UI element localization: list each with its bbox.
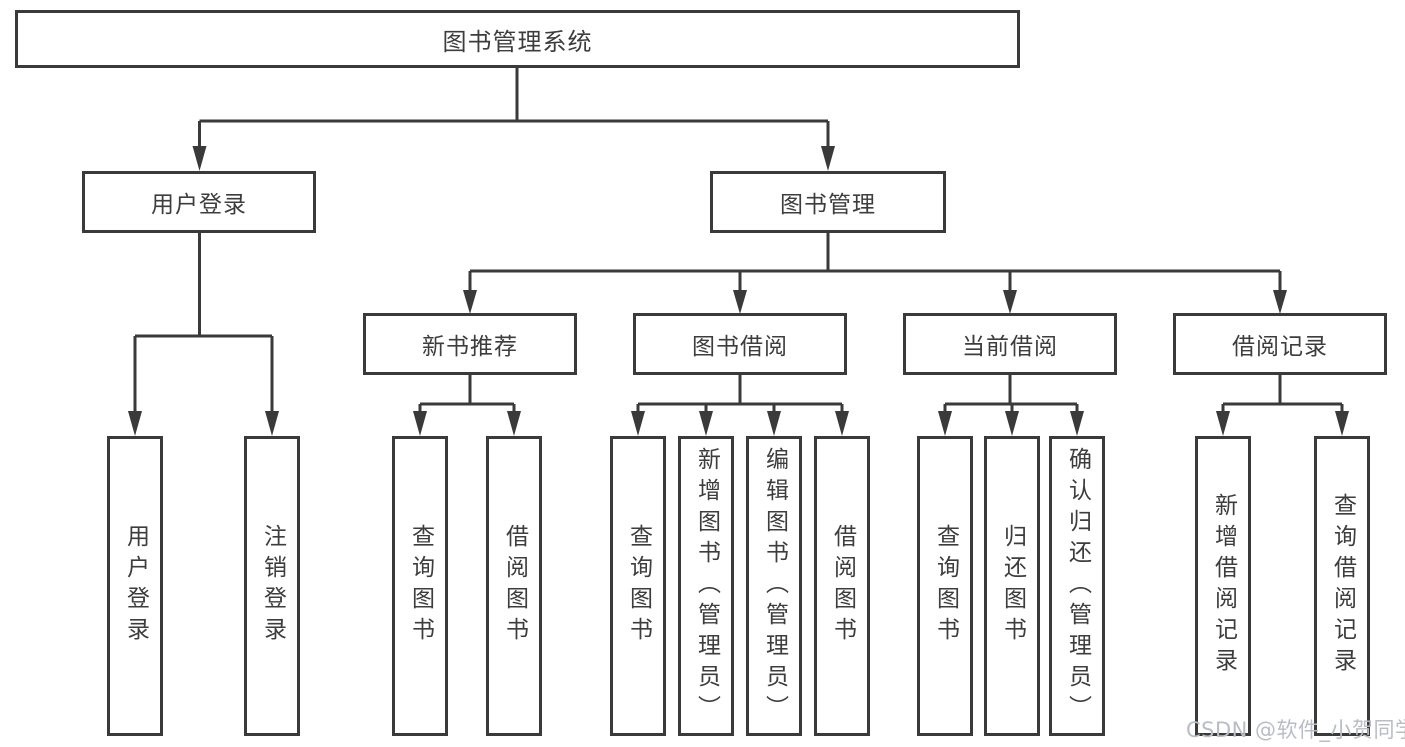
connector-newbookrec-to-leaves bbox=[413, 375, 521, 436]
leaf-query-borrow-record: 查询借阅记录 bbox=[1314, 436, 1370, 736]
connector-root-to-level2 bbox=[192, 68, 835, 171]
node-label: 查询图书 bbox=[932, 524, 959, 648]
leaf-query-books-borrowing: 查询图书 bbox=[610, 436, 666, 736]
leaf-add-borrow-record: 新增借阅记录 bbox=[1195, 436, 1251, 736]
node-label: 用户登录 bbox=[151, 192, 247, 218]
leaf-borrow-books: 借阅图书 bbox=[814, 436, 870, 736]
node-user-login: 用户登录 bbox=[82, 171, 316, 233]
connector-userlogin-to-leaves bbox=[128, 233, 279, 436]
node-label: 编辑图书（管理员） bbox=[761, 446, 788, 726]
csdn-watermark: CSDN @软件_小贺同学 bbox=[1186, 718, 1405, 742]
node-library-management-system: 图书管理系统 bbox=[15, 10, 1020, 68]
node-book-borrowing: 图书借阅 bbox=[633, 313, 847, 375]
connector-currentborrowing-to-leaves bbox=[938, 375, 1084, 436]
node-book-management: 图书管理 bbox=[710, 171, 946, 233]
connector-borrowrecords-to-leaves bbox=[1216, 375, 1349, 436]
node-label: 查询图书 bbox=[625, 524, 652, 648]
node-label: 图书管理系统 bbox=[442, 27, 593, 56]
node-label: 确认归还（管理员） bbox=[1064, 446, 1091, 726]
node-label: 注销登录 bbox=[259, 524, 286, 648]
connector-bookborrowing-to-leaves bbox=[631, 375, 849, 436]
node-new-book-recommend: 新书推荐 bbox=[363, 313, 577, 375]
node-label: 借阅图书 bbox=[501, 524, 528, 648]
node-borrowing-records: 借阅记录 bbox=[1173, 313, 1387, 375]
node-label: 借阅图书 bbox=[829, 524, 856, 648]
node-label: 归还图书 bbox=[999, 524, 1026, 648]
node-label: 图书管理 bbox=[780, 192, 876, 218]
node-label: 用户登录 bbox=[122, 524, 149, 648]
node-label: 查询图书 bbox=[407, 524, 434, 648]
node-label: 借阅记录 bbox=[1232, 334, 1328, 360]
node-label: 当前借阅 bbox=[962, 334, 1058, 360]
node-label: 新增图书（管理员） bbox=[693, 446, 720, 726]
leaf-borrow-books-recommend: 借阅图书 bbox=[486, 436, 542, 736]
connector-bookmgmt-to-level3 bbox=[463, 233, 1287, 314]
leaf-confirm-return-admin: 确认归还（管理员） bbox=[1049, 436, 1105, 736]
node-label: 新书推荐 bbox=[422, 334, 518, 360]
node-label: 查询借阅记录 bbox=[1329, 493, 1356, 679]
leaf-return-books: 归还图书 bbox=[984, 436, 1040, 736]
leaf-logout: 注销登录 bbox=[244, 436, 300, 736]
leaf-user-login: 用户登录 bbox=[107, 436, 163, 736]
leaf-query-books-current: 查询图书 bbox=[917, 436, 973, 736]
leaf-add-books-admin: 新增图书（管理员） bbox=[678, 436, 734, 736]
leaf-query-books-recommend: 查询图书 bbox=[392, 436, 448, 736]
node-label: 图书借阅 bbox=[692, 334, 788, 360]
node-label: 新增借阅记录 bbox=[1210, 493, 1237, 679]
node-current-borrowing: 当前借阅 bbox=[903, 313, 1117, 375]
leaf-edit-books-admin: 编辑图书（管理员） bbox=[746, 436, 802, 736]
